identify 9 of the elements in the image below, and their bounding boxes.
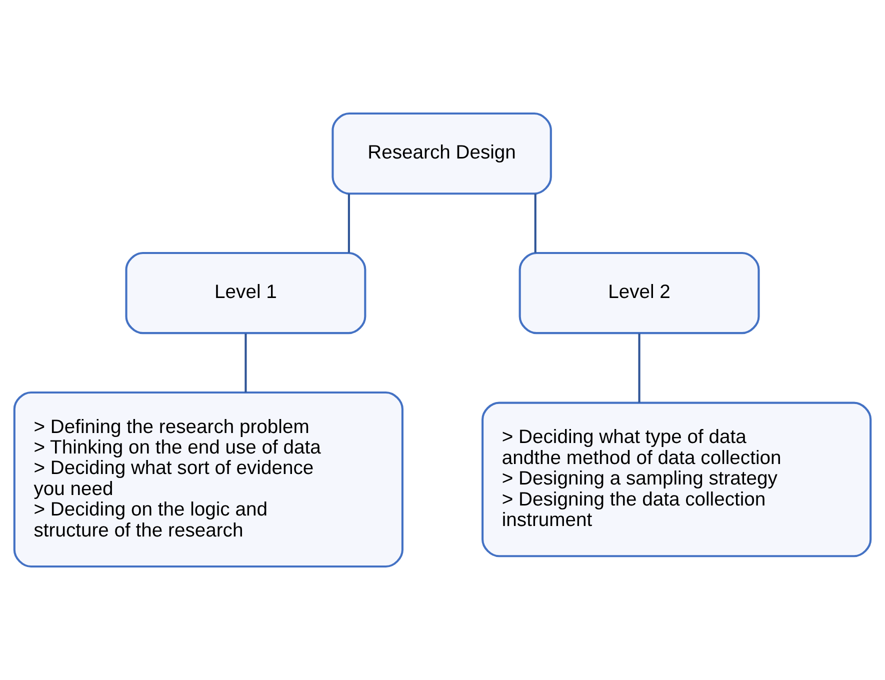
connector: [534, 194, 536, 253]
connector: [638, 334, 640, 403]
node-box: > Defining the research problem > Thinking on the end use of data > Deciding what sort of evidence you need > Deciding on the logic and structure of the research: [13, 391, 404, 568]
node-box: Research Design: [332, 112, 552, 195]
connector: [244, 334, 247, 392]
node-box: Level 2: [518, 252, 760, 334]
node-box: > Deciding what type of data andthe method of data collection > Designing a sampling strategy > Designing the data collection instrument: [482, 402, 872, 558]
connector: [348, 194, 350, 253]
node-box: Level 1: [125, 252, 366, 334]
